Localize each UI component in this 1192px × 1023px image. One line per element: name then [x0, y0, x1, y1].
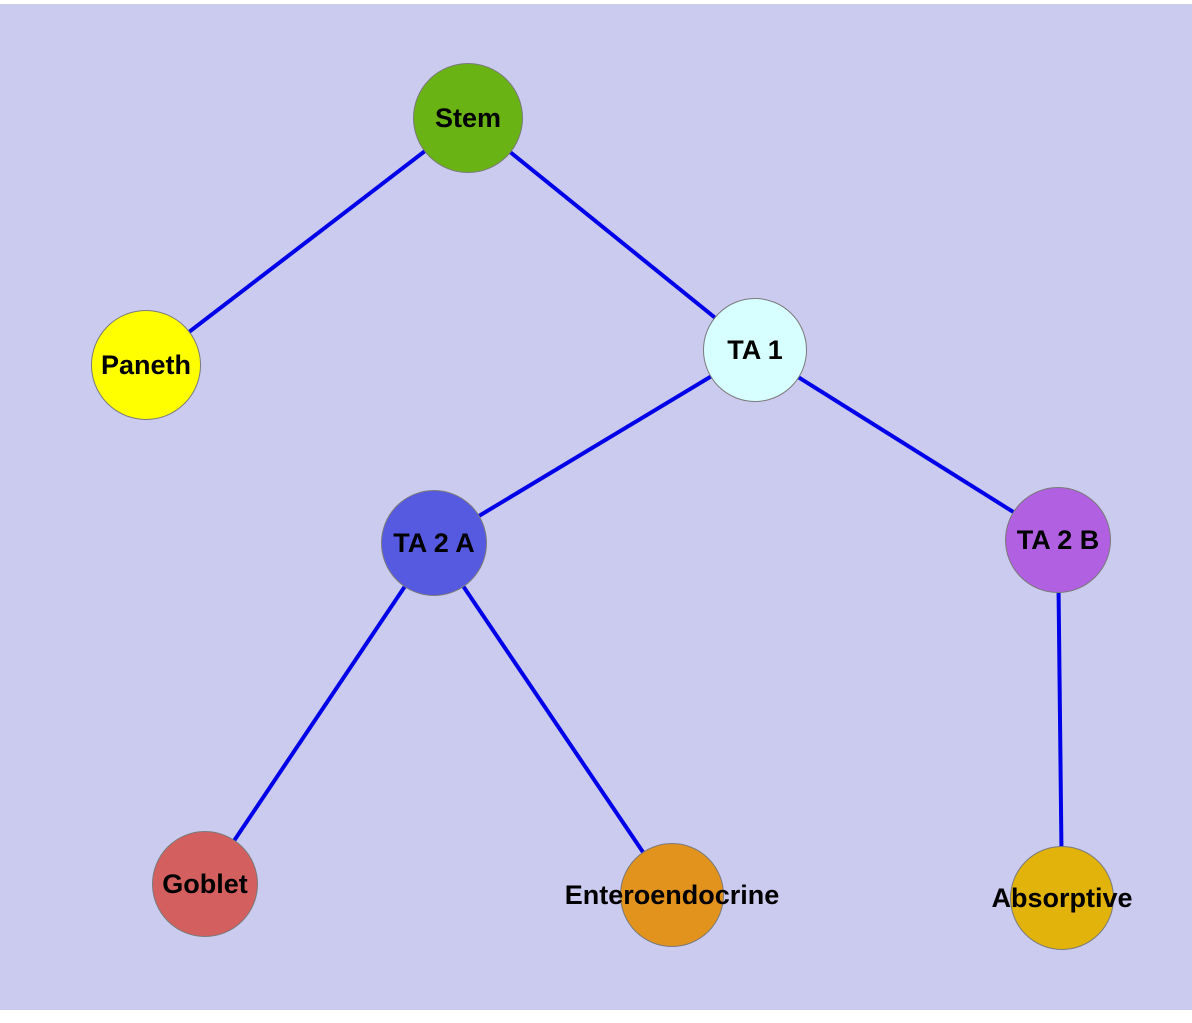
- edge-stem-paneth: [144, 116, 470, 367]
- node-ta-2-a: TA 2 A: [381, 490, 487, 596]
- node-stem: Stem: [413, 63, 523, 173]
- node-stem-label: Stem: [434, 102, 502, 133]
- edge-ta2a-goblet: [203, 541, 436, 886]
- node-goblet-label: Goblet: [162, 868, 248, 899]
- edge-ta1-ta2a: [432, 348, 757, 545]
- node-absorptive-label: Absorptive: [991, 882, 1133, 913]
- node-enteroendocrine: Enteroendocrine: [565, 843, 779, 947]
- node-enteroendocrine-label: Enteroendocrine: [564, 879, 780, 910]
- edge-ta1-ta2b: [753, 348, 1060, 542]
- edge-lines: [144, 116, 1064, 899]
- node-absorptive: Absorptive: [991, 846, 1133, 950]
- node-ta-2-b: TA 2 B: [1005, 487, 1111, 593]
- node-paneth: Paneth: [91, 310, 201, 420]
- node-goblet: Goblet: [152, 831, 258, 937]
- diagram-canvas: Stem Paneth TA 1 TA 2 A TA 2 B Goblet En…: [0, 4, 1192, 1010]
- node-ta-1-label: TA 1: [727, 334, 783, 365]
- node-ta-1: TA 1: [703, 298, 807, 402]
- node-paneth-label: Paneth: [100, 349, 192, 380]
- node-ta-2-b-label: TA 2 B: [1016, 524, 1100, 555]
- edge-ta2b-absorptive: [1056, 539, 1064, 899]
- edge-ta2a-enteroendocrine: [432, 541, 674, 897]
- node-ta-2-a-label: TA 2 A: [393, 527, 475, 558]
- edge-stem-ta1: [466, 116, 757, 352]
